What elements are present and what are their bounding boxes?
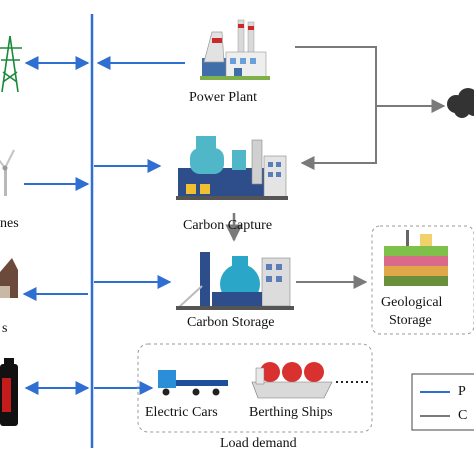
house-icon xyxy=(0,258,18,298)
label-load-demand: Load demand xyxy=(220,436,297,451)
label-carbon-storage: Carbon Storage xyxy=(187,315,275,330)
wind-turbine-icon xyxy=(0,149,15,196)
label-carbon-capture: Carbon Capture xyxy=(183,218,273,233)
battery-icon xyxy=(0,358,18,426)
transmission-tower-icon xyxy=(0,35,22,93)
carbon-capture-icon xyxy=(176,136,288,200)
label-left-partial-2: s xyxy=(2,321,8,336)
truck-icon xyxy=(158,370,228,396)
label-berthing-ships: Berthing Ships xyxy=(249,405,333,420)
legend-label-carbon: C xyxy=(458,408,468,423)
label-power-plant: Power Plant xyxy=(189,90,258,105)
cloud-icon xyxy=(447,88,474,118)
legend-label-power: P xyxy=(458,384,466,399)
label-electric-cars: Electric Cars xyxy=(145,405,218,420)
load-demand-box xyxy=(137,343,373,433)
carbon-path-top xyxy=(295,46,377,170)
geological-storage-icon xyxy=(384,230,448,286)
ship-icon xyxy=(251,362,368,399)
label-geological-storage-1: Geological xyxy=(381,295,443,310)
legend-box xyxy=(411,373,474,431)
power-plant-icon xyxy=(200,19,270,80)
carbon-storage-icon xyxy=(176,252,294,310)
geological-storage-box xyxy=(371,225,474,335)
label-geological-storage-2: Storage xyxy=(389,313,432,328)
label-left-partial-1: nes xyxy=(0,216,19,231)
